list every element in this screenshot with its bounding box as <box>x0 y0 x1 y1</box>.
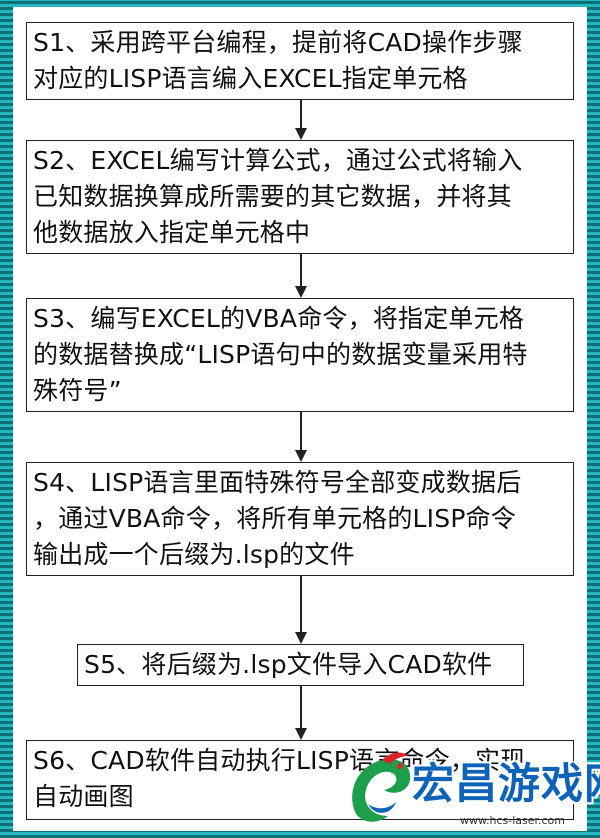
arrow-s2-s3 <box>295 254 307 298</box>
watermark-url: www.hcs-laser.com <box>460 814 565 827</box>
step-box-s1: S1、采用跨平台编程，提前将CAD操作步骤 对应的LISP语言编入EXCEL指定… <box>26 22 574 100</box>
step-box-s5: S5、将后缀为.lsp文件导入CAD软件 <box>77 644 524 686</box>
step-box-s4: S4、LISP语言里面特殊符号全部变成数据后 ，通过VBA命令，将所有单元格的L… <box>26 462 574 576</box>
step-s6-line-2: 自动画图 <box>33 782 134 811</box>
step-box-s2: S2、EXCEL编写计算公式，通过公式将输入 已知数据换算成所需要的其它数据，并… <box>26 140 574 254</box>
step-s3-line-1: S3、编写EXCEL的VBA命令，将指定单元格 <box>33 304 525 333</box>
step-s2-line-2: 已知数据换算成所需要的其它数据，并将其 <box>33 182 512 211</box>
watermark-site-name: 宏昌游戏网 <box>412 759 600 808</box>
step-s3-line-3: 殊符号” <box>33 376 122 405</box>
site-watermark: 宏昌游戏网 www.hcs-laser.com <box>342 742 600 836</box>
step-s5-line-1: S5、将后缀为.lsp文件导入CAD软件 <box>84 650 493 679</box>
step-s2-line-1: S2、EXCEL编写计算公式，通过公式将输入 <box>33 146 523 175</box>
dragon-logo-icon <box>352 752 411 822</box>
arrow-s4-s5 <box>295 576 307 644</box>
step-s1-line-1: S1、采用跨平台编程，提前将CAD操作步骤 <box>33 28 523 57</box>
step-s4-line-1: S4、LISP语言里面特殊符号全部变成数据后 <box>33 468 522 497</box>
step-s6-line-1: S6、CAD软件自动执行LISP语言命令，实现 <box>33 746 526 775</box>
arrow-s3-s4 <box>295 412 307 462</box>
step-s4-line-2: ，通过VBA命令，将所有单元格的LISP命令 <box>33 504 517 533</box>
step-s2-line-3: 他数据放入指定单元格中 <box>33 218 311 247</box>
arrow-s1-s2 <box>295 100 307 140</box>
arrow-s5-s6 <box>295 686 307 740</box>
step-s1-line-2: 对应的LISP语言编入EXCEL指定单元格 <box>33 64 468 93</box>
step-box-s3: S3、编写EXCEL的VBA命令，将指定单元格 的数据替换成“LISP语句中的数… <box>26 298 574 412</box>
step-s4-line-3: 输出成一个后缀为.lsp的文件 <box>33 540 355 569</box>
step-box-s6: S6、CAD软件自动执行LISP语言命令，实现 自动画图 <box>26 740 574 820</box>
step-s3-line-2: 的数据替换成“LISP语句中的数据变量采用特 <box>33 340 528 369</box>
